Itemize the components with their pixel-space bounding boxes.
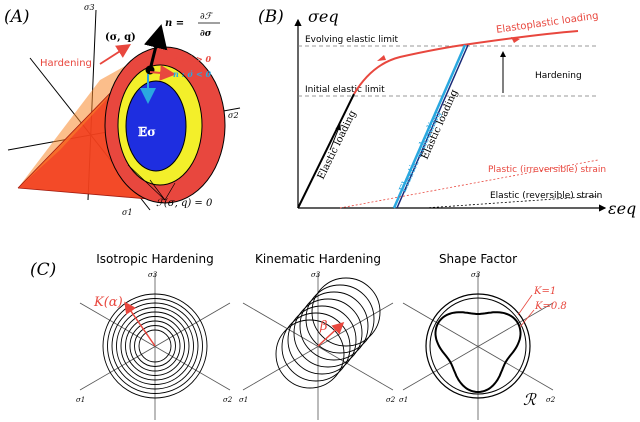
elastic-loading-segment (297, 93, 355, 209)
panel-b: (B) σeq εeq Evolving elastic limit Initi… (258, 7, 636, 218)
shape-k1-circle (429, 297, 527, 395)
elastic-unloading-line (392, 44, 467, 209)
kin-circle (287, 305, 357, 375)
iso-circle (116, 307, 194, 385)
leader-3 (164, 182, 176, 201)
shape-axis-label-1: σ1 (399, 396, 408, 404)
elastic-reloading-line (396, 44, 469, 209)
iso-k-alpha-label: K(α) (93, 295, 123, 310)
plastic-strain-label: Plastic (irreversible) strain (488, 165, 606, 175)
hardening-label: Hardening (40, 58, 92, 69)
k08-label: K=0.8 (534, 301, 567, 312)
panel-a-letter: (A) (4, 7, 30, 27)
isotropic-title: Isotropic Hardening (96, 252, 213, 266)
iso-axis-label-2: σ2 (223, 396, 233, 404)
load-negative-label: n : σ̇ < 0 (173, 69, 212, 79)
initial-limit-label: Initial elastic limit (305, 85, 385, 95)
shape-axis-label-3: σ3 (471, 271, 481, 279)
kin-beta-label: β (319, 319, 328, 334)
cone-edge-bottom (17, 187, 161, 201)
kin-circle (299, 291, 369, 361)
a-axis-label-3: σ3 (84, 3, 95, 12)
elastic-strain-label: Elastic (reversible) strain (490, 191, 602, 201)
k08-leader (519, 309, 535, 328)
panel-c: (C) Isotropic Hardening K(α) σ3 σ1 σ2 Ki… (30, 252, 567, 420)
elastic-domain-label: 𝔼σ (138, 125, 156, 139)
kinematic-title: Kinematic Hardening (255, 252, 381, 266)
iso-circle (125, 316, 185, 376)
kinematic-subpanel: Kinematic Hardening β σ3 σ1 σ2 (239, 252, 396, 420)
normal-arrow (143, 24, 168, 71)
kin-axis-label-1: σ1 (239, 396, 248, 404)
shape-outer-circle (425, 293, 531, 399)
shape-axis-label-2: σ2 (546, 396, 556, 404)
iso-circle (107, 298, 203, 394)
iso-radius-arrow (124, 301, 156, 347)
elastoplastic-arrowhead-1 (377, 55, 386, 61)
elastoplastic-arrowhead-2 (511, 37, 520, 43)
kin-circle (275, 319, 345, 389)
kin-circle (281, 312, 351, 382)
shape-factor-subpanel: Shape Factor K=1 K=0.8 ℛ σ3 σ1 σ2 (399, 252, 567, 420)
kin-circle (311, 277, 381, 347)
iso-circle (120, 311, 190, 381)
shape-rounded-triangle (434, 311, 522, 394)
normal-denominator: ∂σ (200, 29, 212, 39)
loading-arrow (149, 64, 176, 81)
elastic-domain (125, 80, 187, 172)
kin-axis-1 (242, 302, 394, 391)
k1-leader (517, 294, 533, 316)
state-label: (σ, q) (105, 32, 136, 43)
hardening-arrow (99, 44, 132, 65)
elastoplastic-curve (353, 30, 579, 95)
r-label: ℛ (523, 390, 537, 409)
normal-numerator: ∂ℱ (200, 12, 214, 22)
iso-circles (102, 293, 208, 399)
kin-axis-label-2: σ2 (386, 396, 396, 404)
iso-circle (138, 329, 172, 363)
kin-shift-arrow (317, 321, 345, 347)
load-positive-label: n : σ̇ > 0 (173, 54, 212, 64)
iso-circle (111, 302, 199, 390)
a-axis-label-1: σ1 (122, 208, 133, 217)
elastic-loading-label-1: Elastic loading (316, 108, 359, 181)
elastoplastic-label: Elastoplastic loading (496, 11, 600, 36)
leader-1 (127, 164, 166, 201)
b-y-axis-label: σeq (308, 7, 339, 26)
kin-circles (275, 277, 381, 389)
iso-circle (134, 325, 176, 367)
iso-axis-1 (79, 302, 231, 391)
a-axis-label-2: σ2 (228, 111, 239, 120)
panel-b-letter: (B) (258, 7, 284, 27)
iso-axis-label-1: σ1 (76, 396, 85, 404)
evolving-limit-label: Evolving elastic limit (305, 35, 398, 45)
normal-label: n = (165, 18, 184, 29)
yield-function-label: ℱ(σ, q) = 0 (156, 198, 213, 209)
kin-circle (293, 298, 363, 368)
panel-c-letter: (C) (30, 260, 56, 280)
iso-axis-label-3: σ3 (148, 271, 158, 279)
kin-circle (305, 284, 375, 354)
iso-circle (102, 293, 208, 399)
panel-a: (A) σ3 σ2 σ1 Hardening (σ, q) n = ∂ℱ ∂σ … (4, 3, 241, 217)
elastic-loading-arrow (329, 124, 341, 151)
shape-factor-title: Shape Factor (439, 252, 517, 266)
leader-2 (149, 179, 166, 201)
b-x-axis-label: εeq (608, 199, 636, 218)
k1-label: K=1 (533, 286, 556, 297)
b-hardening-label: Hardening (535, 71, 582, 81)
elastic-strain-line (424, 195, 599, 209)
isotropic-subpanel: Isotropic Hardening K(α) σ3 σ1 σ2 (76, 252, 233, 420)
iso-circle (129, 320, 181, 372)
kin-axis-label-3: σ3 (311, 271, 321, 279)
